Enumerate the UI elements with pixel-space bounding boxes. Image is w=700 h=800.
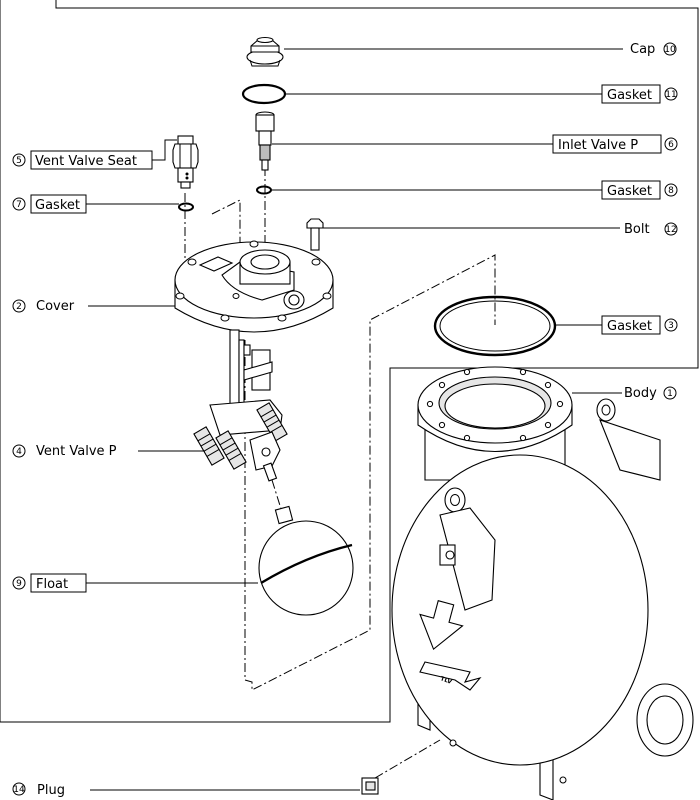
label-float: 9 Float	[12, 573, 87, 593]
leader-lines	[86, 48, 623, 791]
svg-text:2: 2	[16, 302, 22, 312]
svg-text:12: 12	[665, 225, 676, 235]
svg-text:9: 9	[16, 579, 22, 589]
plug-part	[361, 777, 379, 795]
svg-text:1: 1	[667, 389, 673, 399]
svg-text:Cap: Cap	[630, 42, 655, 57]
label-plug: 14 Plug	[12, 782, 65, 798]
inlet-valve-part	[255, 111, 275, 171]
gasket-7-part	[178, 202, 194, 212]
svg-text:Gasket: Gasket	[607, 319, 652, 334]
svg-text:Bolt: Bolt	[624, 222, 650, 237]
svg-text:Gasket: Gasket	[35, 198, 80, 213]
vent-valve-seat-part	[172, 135, 199, 189]
body-part: TLV	[391, 366, 694, 800]
label-cap: Cap 10	[630, 42, 677, 57]
label-gasket-3: Gasket 3	[601, 315, 678, 335]
svg-text:Body: Body	[624, 386, 657, 401]
label-bolt: Bolt 12	[624, 222, 678, 237]
svg-text:3: 3	[668, 321, 674, 331]
label-gasket-11: Gasket 11	[601, 84, 678, 104]
svg-text:6: 6	[668, 140, 674, 150]
label-vent-valve: 4 Vent Valve P	[12, 444, 117, 459]
label-gasket-7: 7 Gasket	[12, 194, 87, 214]
label-gasket-8: Gasket 8	[601, 180, 678, 200]
label-vent-valve-seat: 5 Vent Valve Seat	[12, 150, 153, 170]
svg-text:8: 8	[668, 186, 674, 196]
label-body: Body 1	[624, 386, 677, 401]
svg-text:Plug: Plug	[37, 783, 65, 798]
svg-text:10: 10	[664, 45, 676, 55]
svg-text:7: 7	[16, 200, 22, 210]
svg-text:Inlet Valve P: Inlet Valve P	[558, 138, 638, 153]
body-marking: TLV	[439, 675, 453, 686]
svg-text:4: 4	[16, 447, 22, 457]
svg-text:Cover: Cover	[36, 299, 75, 314]
cover-part	[174, 240, 334, 333]
cap-part	[246, 36, 284, 67]
drawing-frame	[0, 0, 699, 723]
label-inlet-valve: Inlet Valve P 6	[552, 134, 678, 154]
svg-text:11: 11	[665, 90, 676, 100]
label-cover: 2 Cover	[12, 299, 75, 314]
bolt-part	[306, 218, 324, 251]
float-part	[258, 505, 354, 616]
svg-text:14: 14	[13, 785, 25, 795]
svg-text:Vent Valve P: Vent Valve P	[36, 444, 117, 459]
svg-text:Gasket: Gasket	[607, 88, 652, 103]
svg-text:Gasket: Gasket	[607, 184, 652, 199]
gasket-3-part	[433, 295, 557, 357]
svg-text:Float: Float	[36, 577, 68, 592]
gasket-11-part	[241, 83, 287, 105]
gasket-8-part	[256, 185, 272, 195]
svg-text:5: 5	[16, 156, 22, 166]
vent-valve-part	[193, 329, 288, 482]
svg-text:Vent Valve Seat: Vent Valve Seat	[35, 154, 137, 169]
